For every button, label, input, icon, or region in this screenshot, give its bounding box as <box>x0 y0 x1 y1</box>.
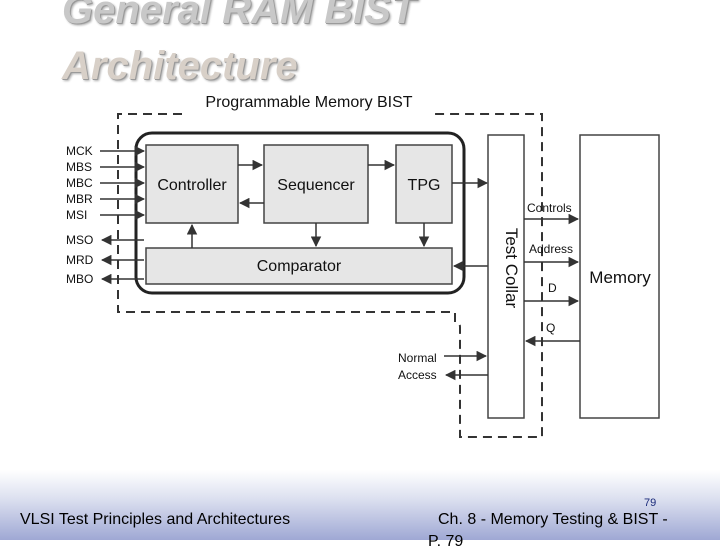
d-label: D <box>548 281 557 295</box>
tpg-block <box>395 144 453 224</box>
footer-course-title: VLSI Test Principles and Architectures <box>20 511 291 528</box>
comparator-block <box>145 247 453 285</box>
bist-boundary <box>117 113 543 438</box>
controller-label: Controller <box>157 177 227 194</box>
bist-architecture-diagram: Programmable Memory BIST Controller Sequ… <box>66 94 660 438</box>
outer-label: Programmable Memory BIST <box>205 94 412 111</box>
footer-chapter-text: Ch. 8 - Memory Testing & BIST - <box>438 511 668 528</box>
q-label: Q <box>546 321 555 335</box>
footer-band: 79 VLSI Test Principles and Architecture… <box>0 470 720 550</box>
signal-mbc-label: MBC <box>66 176 93 190</box>
signal-mck-label: MCK <box>66 144 93 158</box>
title-line-2: Architecture <box>62 44 298 88</box>
signal-mrd-label: MRD <box>66 253 94 267</box>
sequencer-block <box>263 144 369 224</box>
title-line-1: General RAM BIST <box>62 0 416 32</box>
signal-mbr-label: MBR <box>66 192 93 206</box>
tpg-label: TPG <box>408 177 441 194</box>
normal-access-label-2: Access <box>398 368 437 382</box>
footer-chapter: Ch. 8 - Memory Testing & BIST - P. 79 <box>428 511 668 550</box>
signal-mbo-label: MBO <box>66 272 93 286</box>
signal-mso-label: MSO <box>66 233 93 247</box>
controller-block <box>145 144 239 224</box>
test-collar-label: Test Collar <box>502 228 521 309</box>
address-label: Address <box>529 242 573 256</box>
test-collar-block <box>487 134 525 419</box>
normal-access-label-1: Normal <box>398 351 437 365</box>
memory-block <box>579 134 660 419</box>
page-number: 79 <box>644 497 657 509</box>
signal-mbs-label: MBS <box>66 160 92 174</box>
comparator-label: Comparator <box>257 258 342 275</box>
slide-title: General RAM BIST Architecture <box>62 0 415 94</box>
footer-chapter-continued: P. 79 <box>428 533 464 550</box>
memory-label: Memory <box>589 268 651 287</box>
controls-label: Controls <box>527 201 572 215</box>
signal-msi-label: MSI <box>66 208 87 222</box>
sequencer-label: Sequencer <box>277 177 355 194</box>
